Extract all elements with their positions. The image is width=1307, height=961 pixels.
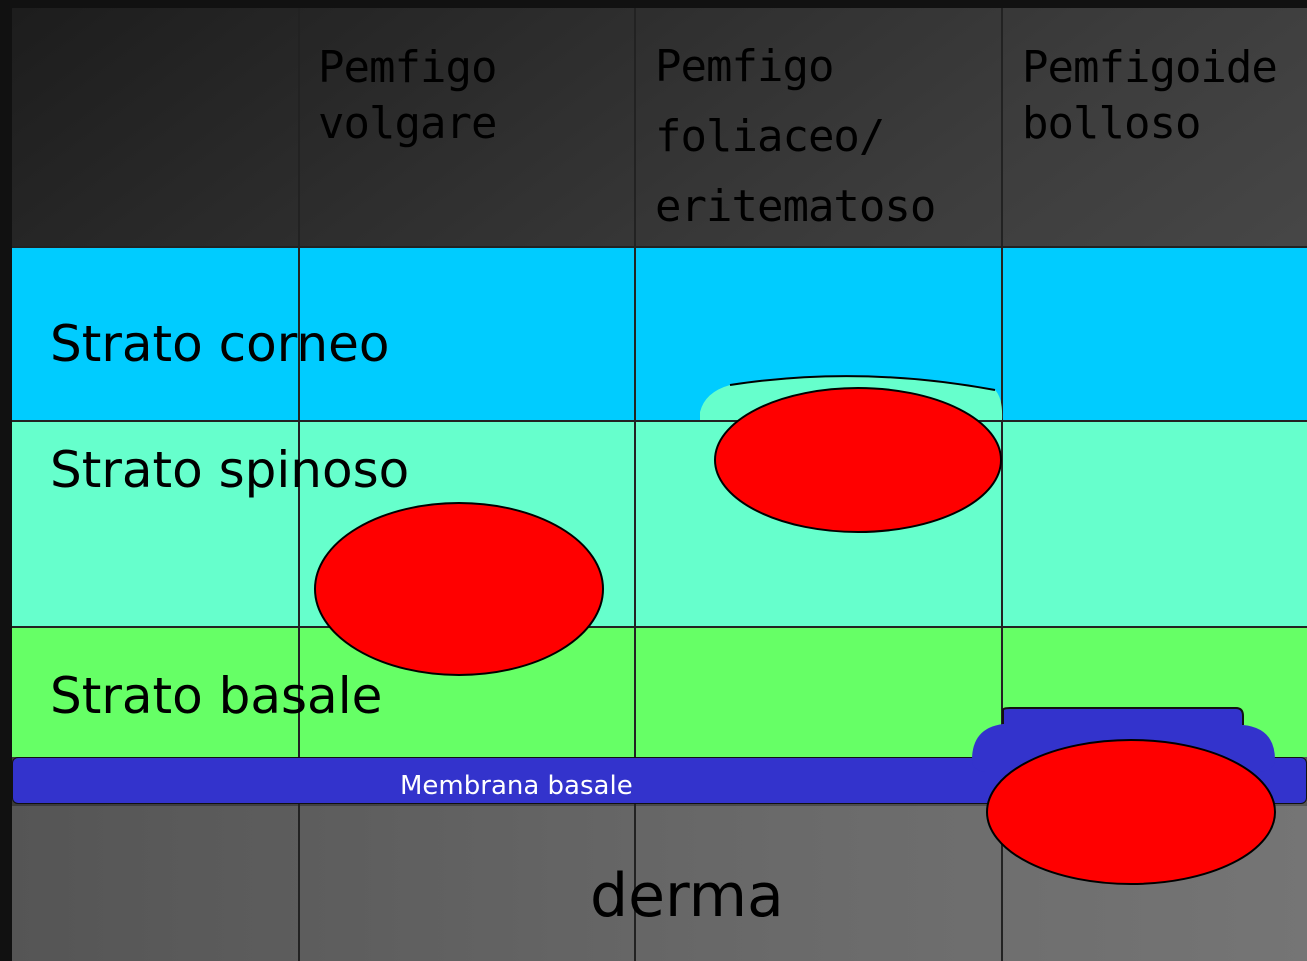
label-derma: derma <box>590 861 784 931</box>
label-membrana-basale: Membrana basale <box>400 771 633 801</box>
layer-corneo-band <box>12 247 1307 421</box>
header-pemfigo-volgare: Pemfigo volgare <box>318 42 497 149</box>
blister-pemfigoide-bolloso <box>986 739 1276 885</box>
blister-pemfigo-volgare <box>314 502 604 676</box>
grid-line <box>1001 8 1003 961</box>
grid-line <box>298 8 300 961</box>
label-strato-spinoso: Strato spinoso <box>50 441 410 499</box>
layer-spinoso-band <box>12 421 1307 627</box>
grid-line <box>12 246 1307 248</box>
grid-line <box>634 8 636 961</box>
grid-line <box>12 626 1307 628</box>
frame-left <box>0 0 12 961</box>
lifted-basale-edge <box>1002 707 1244 725</box>
header-pemfigo-foliaceo: Pemfigo foliaceo/ eritematoso <box>655 41 936 232</box>
lifted-corneo-edge <box>729 375 996 391</box>
blister-pemfigo-foliaceo <box>714 387 1002 533</box>
header-pemfigoide-bolloso: Pemfigoide bolloso <box>1022 42 1278 149</box>
grid-line <box>12 420 1307 422</box>
frame-top <box>0 0 1307 8</box>
label-strato-corneo: Strato corneo <box>50 315 390 373</box>
label-strato-basale: Strato basale <box>50 667 383 725</box>
